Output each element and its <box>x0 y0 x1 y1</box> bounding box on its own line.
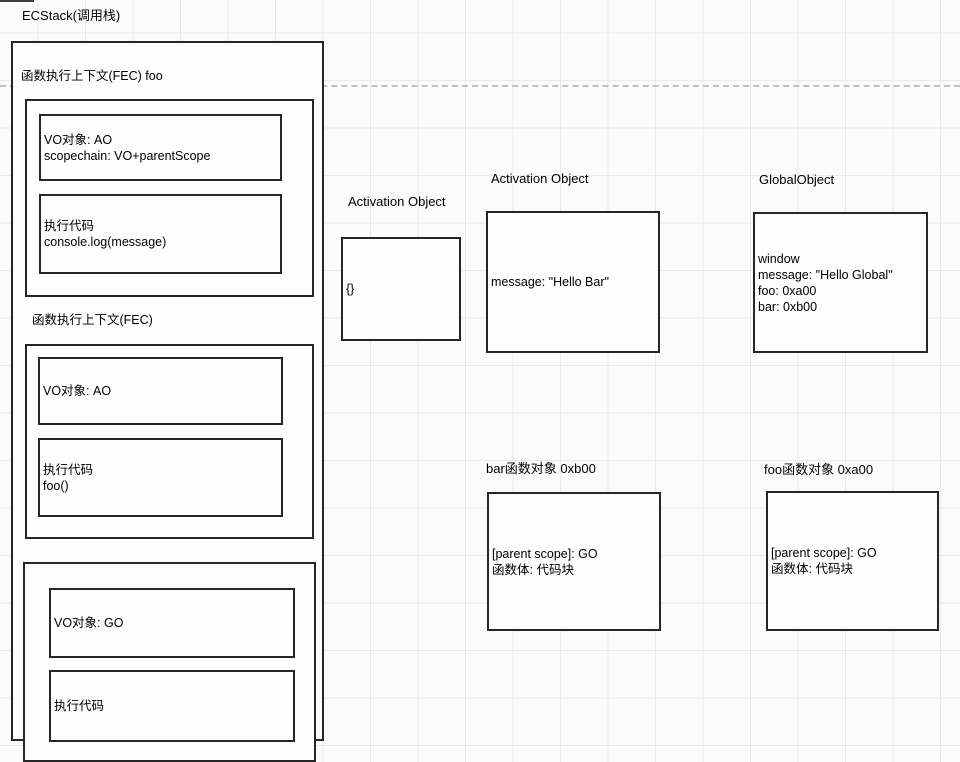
gec-vo-box[interactable]: VO对象: GO <box>49 588 295 658</box>
activation-object-bar-text: message: "Hello Bar" <box>491 275 609 289</box>
global-object-text: window message: "Hello Global" foo: 0xa0… <box>758 251 893 314</box>
global-object-box[interactable]: window message: "Hello Global" foo: 0xa0… <box>753 212 928 353</box>
dashed-guide-line <box>0 85 960 87</box>
activation-object-foo-box[interactable]: {} <box>341 237 461 341</box>
foo-function-object-box[interactable]: [parent scope]: GO 函数体: 代码块 <box>766 491 939 631</box>
fec-vo-box[interactable]: VO对象: AO <box>38 357 283 425</box>
bar-function-object-text: [parent scope]: GO 函数体: 代码块 <box>492 546 598 577</box>
fec-foo-vo-text: VO对象: AO scopechain: VO+parentScope <box>44 132 211 163</box>
gec-vo-text: VO对象: GO <box>54 616 124 630</box>
gec-frame[interactable]: VO对象: GO 执行代码 <box>23 562 316 762</box>
fec-foo-code-text: 执行代码 console.log(message) <box>44 219 167 249</box>
bar-function-object-box[interactable]: [parent scope]: GO 函数体: 代码块 <box>487 492 661 631</box>
foo-function-object-text: [parent scope]: GO 函数体: 代码块 <box>771 546 877 576</box>
fec-foo-code-box[interactable]: 执行代码 console.log(message) <box>39 194 282 274</box>
bar-function-object-label[interactable]: bar函数对象 0xb00 <box>486 461 596 476</box>
fec-code-text: 执行代码 foo() <box>43 462 94 493</box>
activation-object-foo-label[interactable]: Activation Object <box>348 194 446 209</box>
fec-code-box[interactable]: 执行代码 foo() <box>38 438 283 517</box>
foo-function-object-label[interactable]: foo函数对象 0xa00 <box>764 462 874 477</box>
fec-foo-vo-box[interactable]: VO对象: AO scopechain: VO+parentScope <box>39 114 282 181</box>
activation-object-bar-label[interactable]: Activation Object <box>491 171 589 186</box>
ecstack-box[interactable]: 函数执行上下文(FEC) foo VO对象: AO scopechain: VO… <box>11 41 324 762</box>
cropped-shape-edge <box>0 0 34 2</box>
activation-object-foo-text: {} <box>346 282 355 296</box>
fec-foo-label[interactable]: 函数执行上下文(FEC) foo <box>21 69 163 83</box>
gec-code-box[interactable]: 执行代码 <box>49 670 295 742</box>
gec-code-text: 执行代码 <box>54 699 105 713</box>
global-object-label[interactable]: GlobalObject <box>759 172 835 187</box>
fec-label[interactable]: 函数执行上下文(FEC) <box>32 313 153 327</box>
fec-foo-frame[interactable]: VO对象: AO scopechain: VO+parentScope 执行代码… <box>25 99 314 297</box>
ecstack-title[interactable]: ECStack(调用栈) <box>22 8 121 23</box>
activation-object-bar-box[interactable]: message: "Hello Bar" <box>486 211 660 353</box>
fec-frame[interactable]: VO对象: AO 执行代码 foo() <box>25 344 314 539</box>
fec-vo-text: VO对象: AO <box>43 384 112 398</box>
